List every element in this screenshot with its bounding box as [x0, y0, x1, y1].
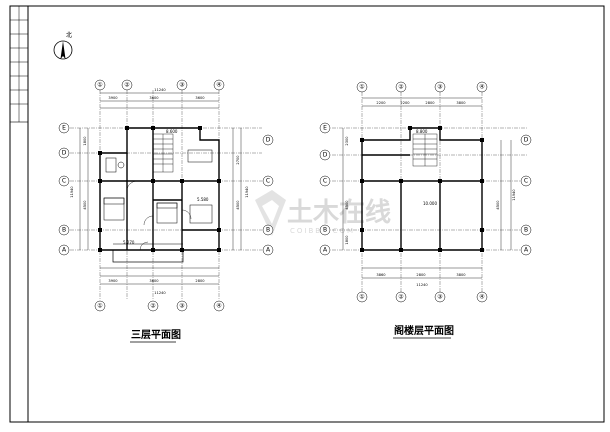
plan2-axis-d-left: D	[323, 152, 328, 159]
plan2-dim-left-1: 2300	[345, 136, 349, 146]
plan2-dim-bottom-1: 3860	[376, 273, 386, 277]
plan1-axis-bubbles	[58, 79, 274, 312]
plan2-dim-bottom-3: 3800	[456, 273, 466, 277]
plan1-dim-top-total: 11240	[154, 88, 166, 92]
plan1-axis-3-top: ③	[179, 82, 184, 89]
plan1-walls	[99, 127, 220, 251]
title-strip-cells	[10, 6, 28, 122]
plan1-axis-4-top: ④	[216, 82, 221, 89]
plan2-dim-bottom-total: 11240	[416, 283, 428, 287]
plan2-dim-right-1: 4500	[496, 200, 500, 210]
plan2-axis-1-bottom: ①	[359, 294, 364, 301]
plan1-axis-a-left: A	[62, 247, 67, 254]
plan2-axis-b-right: B	[524, 227, 528, 234]
plan2-level-2: 10.000	[423, 201, 437, 206]
plan1-dim-bottom-3: 2800	[195, 279, 205, 283]
plan2-axis-c-right: C	[524, 178, 528, 185]
plan1-axis-d-left: D	[62, 150, 67, 157]
plan2-axis-3-top: ③	[437, 84, 442, 91]
plan2-level-1: 8.800	[416, 129, 428, 134]
plan1-dim-top-2: 3600	[149, 96, 159, 100]
plan2-dim-left-2: 4500	[345, 200, 349, 210]
plan1-axis-d-right: D	[266, 137, 271, 144]
plan2-walls	[361, 127, 483, 251]
plan2-axis-3-bottom: ③	[437, 294, 442, 301]
plan1-columns	[98, 126, 221, 252]
plan1-furniture	[103, 149, 213, 224]
plan1-dim-right-total: 11940	[245, 186, 249, 198]
plan1-dim-bottom-2: 3600	[149, 279, 159, 283]
plan1-level-3: 8.600	[166, 129, 178, 134]
plan1-axis-b-left: B	[62, 227, 66, 234]
plan1-doors	[126, 180, 192, 251]
plan2-dim-top-1: 2200	[376, 101, 386, 105]
plan1-dim-left-1: 1800	[83, 136, 87, 146]
plan2-axis-b-left: B	[323, 227, 327, 234]
watermark-cn: 土木在线	[287, 198, 391, 228]
plan1-axis-2-top: ②	[124, 82, 130, 89]
plan2-axis-e-left: E	[323, 125, 327, 132]
plan2-dim-lines	[342, 97, 512, 279]
plan2-axis-4-bottom: ④	[479, 294, 484, 301]
plan1-dim-top-1: 3900	[108, 96, 118, 100]
plan-third-floor: ① ② ③ ④ ① ② ③ ④ E D C B A D C B A 11240 …	[58, 79, 274, 343]
plan1-title: 三层平面图	[131, 329, 181, 341]
plan2-dim-left-3: 1800	[345, 235, 349, 245]
plan2-axis-1-top: ①	[359, 84, 364, 91]
plan2-axis-4-top: ④	[479, 84, 484, 91]
north-label: 北	[66, 31, 72, 39]
plan1-axis-4-bottom: ④	[216, 303, 221, 310]
plan2-axis-2-top: ②	[398, 84, 404, 91]
plan1-axis-2-bottom: ②	[150, 303, 156, 310]
plan2-columns	[360, 126, 484, 252]
plan2-axis-bubbles	[319, 81, 532, 303]
plan1-axis-a-right: A	[266, 247, 271, 254]
plan1-axis-b-right: B	[266, 227, 270, 234]
plan1-axis-1-top: ①	[97, 82, 102, 89]
plan2-dim-top-3: 2800	[425, 101, 435, 105]
plan1-axis-c-left: C	[62, 178, 66, 185]
plan1-dim-right-2: 4500	[236, 200, 240, 210]
plan2-axis-2-bottom: ②	[398, 294, 404, 301]
plan2-axis-a-right: A	[524, 247, 529, 254]
plan1-axis-c-right: C	[266, 178, 270, 185]
plan1-dim-left-total: 11940	[70, 186, 74, 198]
plan1-axis-3-bottom: ③	[179, 303, 184, 310]
plan1-stair	[152, 133, 174, 173]
plan1-dim-bottom-1: 3900	[108, 279, 118, 283]
plan1-dim-right-1: 2700	[236, 155, 240, 165]
plan2-dim-bottom-2: 2800	[416, 273, 426, 277]
plan1-balcony	[112, 249, 184, 263]
plan-attic: ① ② ③ ④ ① ② ③ ④ E D C B A D C B A 2200 2…	[319, 81, 532, 339]
plan1-axis-1-bottom: ①	[97, 303, 102, 310]
plan1-dim-lines	[79, 92, 242, 285]
plan2-axis-d-right: D	[524, 137, 529, 144]
plan1-level-1: 5.270	[123, 240, 135, 245]
north-arrow-icon	[53, 40, 73, 60]
plan2-dim-top-4: 3800	[456, 101, 466, 105]
plan1-dim-bottom-total: 11240	[154, 291, 166, 295]
plan1-level-2: 5.580	[197, 197, 209, 202]
plan1-axis-e-left: E	[62, 125, 66, 132]
plan2-stair	[412, 133, 438, 167]
plan2-axis-a-left: A	[323, 247, 328, 254]
plan2-dim-right-total: 11940	[512, 189, 516, 201]
sheet-border	[9, 5, 605, 423]
plan2-dim-top-2: 2200	[400, 101, 410, 105]
plan2-axis-c-left: C	[323, 178, 327, 185]
plan1-dim-top-3: 3600	[195, 96, 205, 100]
plan2-title: 阁楼层平面图	[394, 324, 454, 337]
plan1-dim-left-2: 4500	[83, 200, 87, 210]
